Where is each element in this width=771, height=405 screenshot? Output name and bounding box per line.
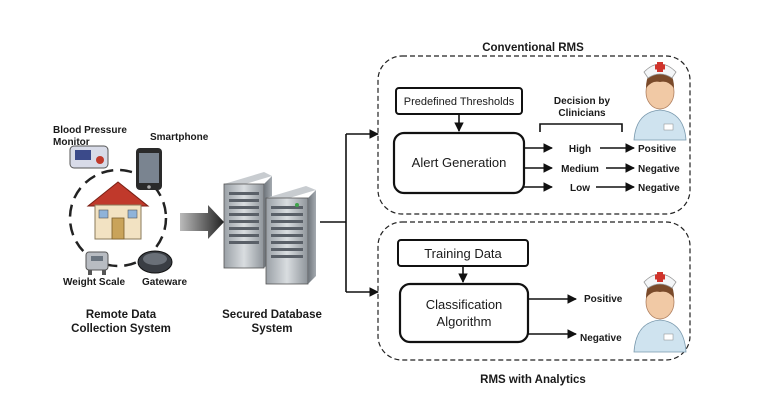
nurse-icon-1 xyxy=(633,62,687,141)
bp-monitor-label: Blood Pressure xyxy=(53,125,127,136)
bp-monitor-label-2: Monitor xyxy=(53,137,90,148)
analytics-outcome-negative: Negative xyxy=(580,333,622,344)
classification-text-line1: Classification xyxy=(426,297,503,312)
database-group: Secured Database System xyxy=(222,172,322,335)
server-icon-2 xyxy=(265,186,316,285)
analytics-rms-panel: RMS with Analytics Training Data Classif… xyxy=(377,221,691,386)
decision-label-1: Decision by xyxy=(554,96,611,107)
transfer-arrow-icon xyxy=(180,205,224,239)
analytics-title: RMS with Analytics xyxy=(480,374,586,386)
analytics-outcome-positive: Positive xyxy=(584,294,623,305)
alert-generation-box xyxy=(392,131,526,195)
classification-algorithm-box xyxy=(398,282,530,344)
outcome-negative-2: Negative xyxy=(638,183,680,194)
branch-connectors xyxy=(320,129,379,297)
database-title-line1: Secured Database xyxy=(222,309,322,321)
nurse-icon-2 xyxy=(633,272,687,353)
remote-title-line2: Collection System xyxy=(71,323,171,335)
device-ring xyxy=(68,168,168,268)
smartphone-icon xyxy=(136,148,162,190)
smartphone-label: Smartphone xyxy=(150,132,209,143)
remote-collection-group: Blood Pressure Monitor Smartphone Weight… xyxy=(53,125,209,335)
predefined-thresholds-text: Predefined Thresholds xyxy=(404,96,515,108)
training-data-text: Training Data xyxy=(424,246,502,261)
level-high: High xyxy=(569,144,591,155)
classification-text-line2: Algorithm xyxy=(437,314,492,329)
blood-pressure-monitor-icon xyxy=(69,145,109,169)
decision-bracket xyxy=(539,123,623,132)
level-low: Low xyxy=(570,183,590,194)
server-icon-1 xyxy=(223,172,272,269)
alert-generation-text: Alert Generation xyxy=(412,155,507,170)
weight-scale-label: Weight Scale xyxy=(63,277,125,288)
decision-label-2: Clinicians xyxy=(558,108,606,119)
remote-title-line1: Remote Data xyxy=(86,309,157,321)
conventional-rms-panel: Conventional RMS Predefined Thresholds A… xyxy=(377,42,691,215)
database-title-line2: System xyxy=(252,323,293,335)
conventional-title: Conventional RMS xyxy=(482,42,584,54)
house-icon xyxy=(86,181,150,240)
gateware-icon xyxy=(137,250,173,274)
weight-scale-icon xyxy=(85,251,109,275)
outcome-positive-1: Positive xyxy=(638,144,677,155)
level-medium: Medium xyxy=(561,164,599,175)
gateware-label: Gateware xyxy=(142,277,187,288)
outcome-negative-1: Negative xyxy=(638,164,680,175)
